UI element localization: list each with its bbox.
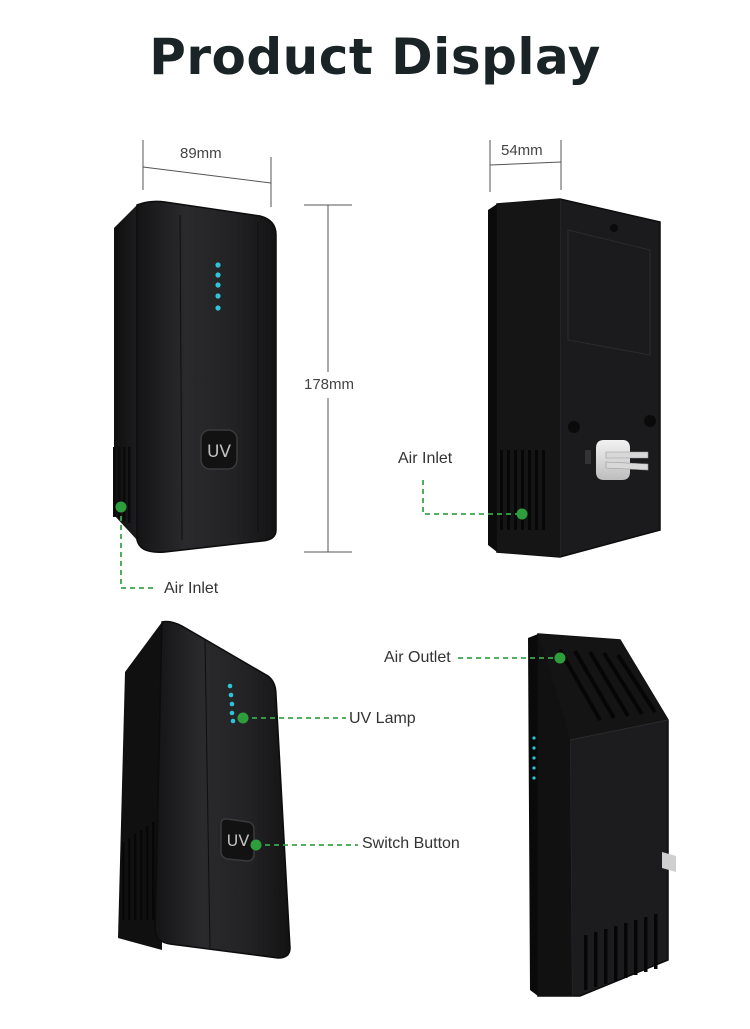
callout-uv-lamp xyxy=(237,712,346,724)
switch-button-label: Switch Button xyxy=(362,835,460,852)
callout-switch-button xyxy=(250,839,358,851)
front-view-device: UV xyxy=(113,200,277,553)
uv-button-glyph-angled: UV xyxy=(227,831,250,850)
angled-front-device: UV xyxy=(118,620,291,959)
angled-side-device xyxy=(528,633,676,997)
width-dimension-label: 89mm xyxy=(180,145,222,162)
air-inlet-front-label: Air Inlet xyxy=(164,580,219,597)
page-title: Product Display xyxy=(149,28,601,86)
uv-lamp-label: UV Lamp xyxy=(349,710,416,727)
power-plug xyxy=(585,440,649,480)
callout-air-outlet xyxy=(458,652,566,664)
depth-dimension-label: 54mm xyxy=(501,142,543,159)
depth-dimension xyxy=(489,140,562,192)
switch-button xyxy=(200,429,238,470)
height-dimension xyxy=(304,204,352,553)
uv-led-indicator xyxy=(215,262,221,311)
back-view-device xyxy=(488,198,661,558)
height-dimension-label: 178mm xyxy=(304,376,355,393)
air-outlet-label: Air Outlet xyxy=(384,649,451,666)
callout-air-inlet-back xyxy=(422,480,528,520)
width-dimension xyxy=(142,140,272,207)
air-inlet-back-label: Air Inlet xyxy=(398,450,453,467)
callout-air-inlet-front xyxy=(115,501,156,589)
uv-button-glyph: UV xyxy=(207,442,231,462)
